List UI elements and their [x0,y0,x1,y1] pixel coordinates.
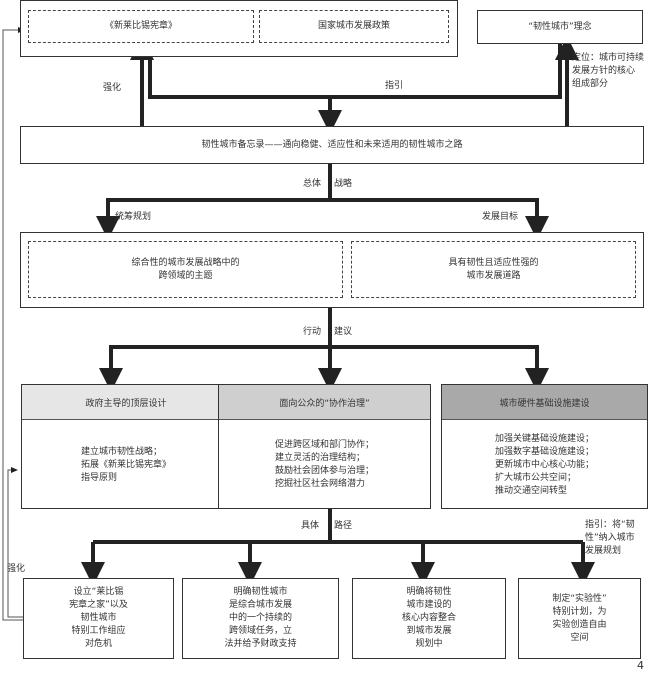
strategy-right-text: 具有韧性且适应性强的 城市发展道路 [448,257,539,281]
concept-box: “韧性城市”理念 [477,10,643,44]
path-box: 明确韧性城市 是综合城市发展 中的一个持续的 跨领域任务，立 法并给予财政支持 [182,578,339,659]
feedback-lines [2,27,25,621]
guide-label: 指引 [385,81,404,91]
positioning-label: 定位：城市可持续 发展方针的核心 组成部分 [572,53,645,89]
charter-label: 《新莱比锡宪章》 [104,21,177,31]
strengthen-label: 强化 [103,83,122,93]
national-policy-label: 国家城市发展政策 [317,21,390,31]
strategy-left-box: 综合性的城市发展战略中的 跨领域的主题 [28,241,343,298]
coordinate-label: 统筹规划 [115,212,152,222]
charter-box: 《新莱比锡宪章》 [28,10,254,43]
suggestion-label: 建议 [334,327,353,337]
path-box: 设立“莱比锡 宪章之家”以及 韧性城市 特别工作组应 对危机 [23,578,174,659]
national-policy-box: 国家城市发展政策 [259,10,449,43]
action-card: 政府主导的顶层设计 建立城市韧性战略； 拓展《新莱比锡宪章》 指导原则 [21,384,231,509]
action-body: 建立城市韧性战略； 拓展《新莱比锡宪章》 指导原则 [80,446,171,483]
concept-label: “韧性城市”理念 [528,21,592,32]
action-card: 城市硬件基础设施建设 加强关键基础设施建设； 加强数字基础设施建设； 更新城市中… [441,384,648,509]
action-card: 面向公众的“协作治理” 促进跨区域和部门协作； 建立灵活的治理结构； 鼓励社会团… [218,384,431,509]
path-label: 路径 [334,521,353,531]
strategy-right-box: 具有韧性且适应性强的 城市发展道路 [351,241,636,298]
path-box: 制定“实验性” 特别计划，为 实验创造自由 空间 [518,578,641,659]
path-text: 明确韧性城市 是综合城市发展 中的一个持续的 跨领域任务，立 法并给予财政支持 [224,587,297,649]
strategy-frame [20,232,644,308]
path-text: 制定“实验性” 特别计划，为 实验创造自由 空间 [552,593,607,643]
memo-box: 韧性城市备忘录——通向稳健、适应性和未来适用的韧性城市之路 [20,126,644,164]
action-title: 城市硬件基础设施建设 [442,385,647,420]
policy-frame [20,0,458,57]
guide-bottom-label: 指引：将“韧 性”纳入城市 发展规划 [585,520,635,556]
path-text: 设立“莱比锡 宪章之家”以及 韧性城市 特别工作组应 对危机 [69,587,128,649]
action-label: 行动 [303,327,322,337]
concrete-label: 具体 [301,521,320,531]
path-box: 明确将韧性 城市建设的 核心内容整合 到城市发展 规划中 [352,578,506,659]
memo-title: 韧性城市备忘录——通向稳健、适应性和未来适用的韧性城市之路 [201,139,463,150]
strengthen-left-label: 强化 [7,564,26,574]
strategy-label: 战略 [334,179,353,189]
page-number: 4 [637,659,644,672]
strategy-left-text: 综合性的城市发展战略中的 跨领域的主题 [131,257,240,281]
path-text: 明确将韧性 城市建设的 核心内容整合 到城市发展 规划中 [401,587,456,649]
action-body: 加强关键基础设施建设； 加强数字基础设施建设； 更新城市中心核心功能； 扩大城市… [494,433,594,496]
overall-label: 总体 [303,179,322,189]
action-title: 政府主导的顶层设计 [22,385,230,420]
action-title: 面向公众的“协作治理” [219,385,430,420]
goal-label: 发展目标 [482,212,519,222]
action-body: 促进跨区域和部门协作； 建立灵活的治理结构； 鼓励社会团体参与治理； 挖掘社区社… [274,440,374,489]
